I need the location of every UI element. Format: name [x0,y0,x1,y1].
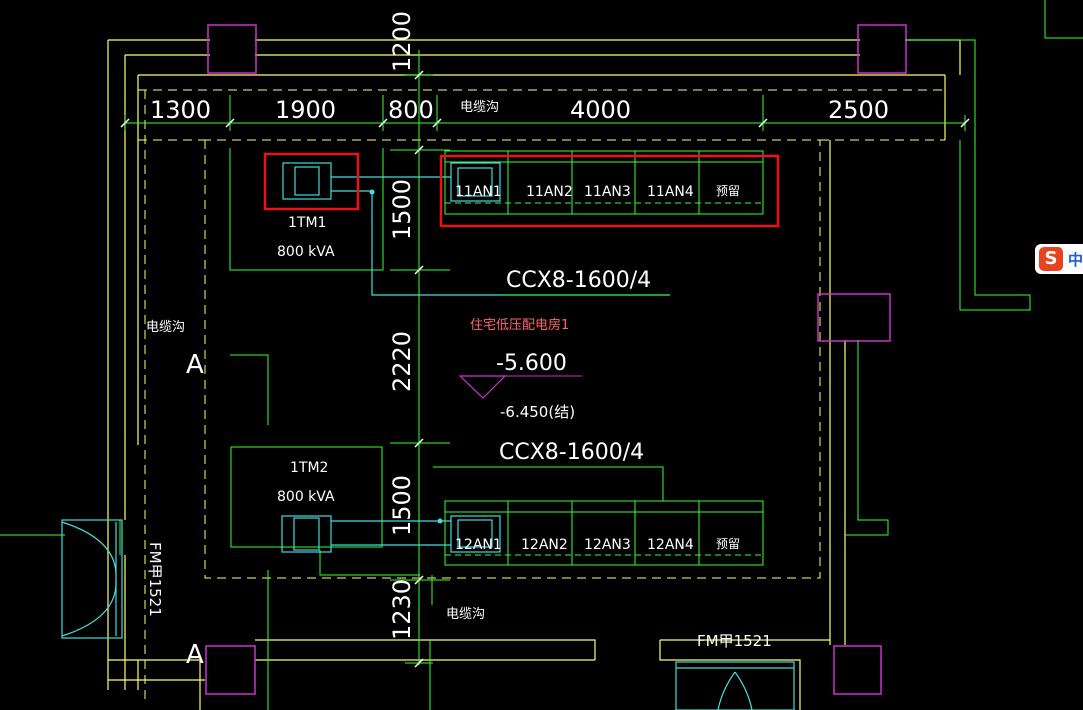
dimension-ticks [120,70,970,668]
transformer-1-rating: 800 kVA [277,244,335,260]
dim-2220: 2220 [388,331,416,392]
cable-trench-label-left: 电缆沟 [146,319,185,335]
busway-label-2: CCX8-1600/4 [499,440,644,465]
cabinet-label: 12AN1 [455,537,502,553]
dim-1200: 1200 [388,11,416,72]
cyan-equipment [281,162,670,553]
cabinet-row-2-labels: 12AN1 12AN2 12AN3 12AN4 预留 [455,537,740,553]
dim-1900: 1900 [275,96,336,124]
dimension-lines [124,50,966,665]
cabinet-row-1-labels: 11AN1 11AN2 11AN3 11AN4 预留 [455,184,740,200]
cabinet-row-2-frame [444,500,764,566]
dim-800: 800 [388,96,434,124]
dim-2500: 2500 [828,96,889,124]
cabinet-label: 11AN1 [455,184,502,200]
inner-dashed [124,89,945,700]
elevation-structure: -6.450(结) [500,403,575,421]
room-name: 住宅低压配电房1 [470,317,569,333]
door-bottom [675,661,795,710]
transformer-2 [230,446,383,548]
ime-badge[interactable]: S 中 [1035,244,1083,274]
cabinet-label: 12AN4 [647,537,694,553]
dim-1500-lower: 1500 [388,475,416,536]
transformer-2-rating: 800 kVA [277,489,335,505]
walls [107,39,961,710]
highlight-box-cabinets [439,154,780,228]
highlight-box-transformer [263,152,360,211]
transformer-1 [229,148,384,271]
column [833,645,882,695]
dim-1230: 1230 [388,579,416,640]
transformer-1-id: 1TM1 [288,215,326,231]
elevation-floor: -5.600 [496,351,567,376]
cable-trench-label-top: 电缆沟 [460,99,499,115]
door-left [61,519,123,639]
cabinet-label: 12AN2 [521,537,568,553]
dim-1300: 1300 [150,96,211,124]
busway-underline-2 [433,466,664,501]
section-mark-upper: A [186,350,204,380]
cabinet-label: 11AN2 [526,184,573,200]
dimension-texts: 1300 1900 800 4000 2500 1200 1500 2220 1… [150,11,889,640]
transformer-2-id: 1TM2 [290,460,328,476]
cabinet-row-1-frame [444,150,764,215]
ime-mode-label: 中 [1068,251,1083,269]
cable-trench-label-bottom: 电缆沟 [446,606,485,622]
door-left-label: FM甲1521 [146,542,164,617]
sogou-logo-icon: S [1039,247,1063,271]
dim-4000: 4000 [570,96,631,124]
cabinet-label: 预留 [716,537,740,551]
column [817,293,891,342]
cabinet-label: 12AN3 [584,537,631,553]
busway-label-1: CCX8-1600/4 [506,268,651,293]
structural-columns [205,24,907,695]
cyan-dots [369,189,443,524]
elevation-triangle [458,375,507,399]
door-bottom-label: FM甲1521 [697,632,772,650]
dim-1500-upper: 1500 [388,179,416,240]
section-mark-lower: A [186,640,204,670]
cabinet-label: 11AN3 [584,184,631,200]
cabinet-label: 预留 [716,184,740,198]
column [207,24,257,74]
column [205,645,256,695]
column [857,24,907,74]
cabinet-label: 11AN4 [647,184,694,200]
